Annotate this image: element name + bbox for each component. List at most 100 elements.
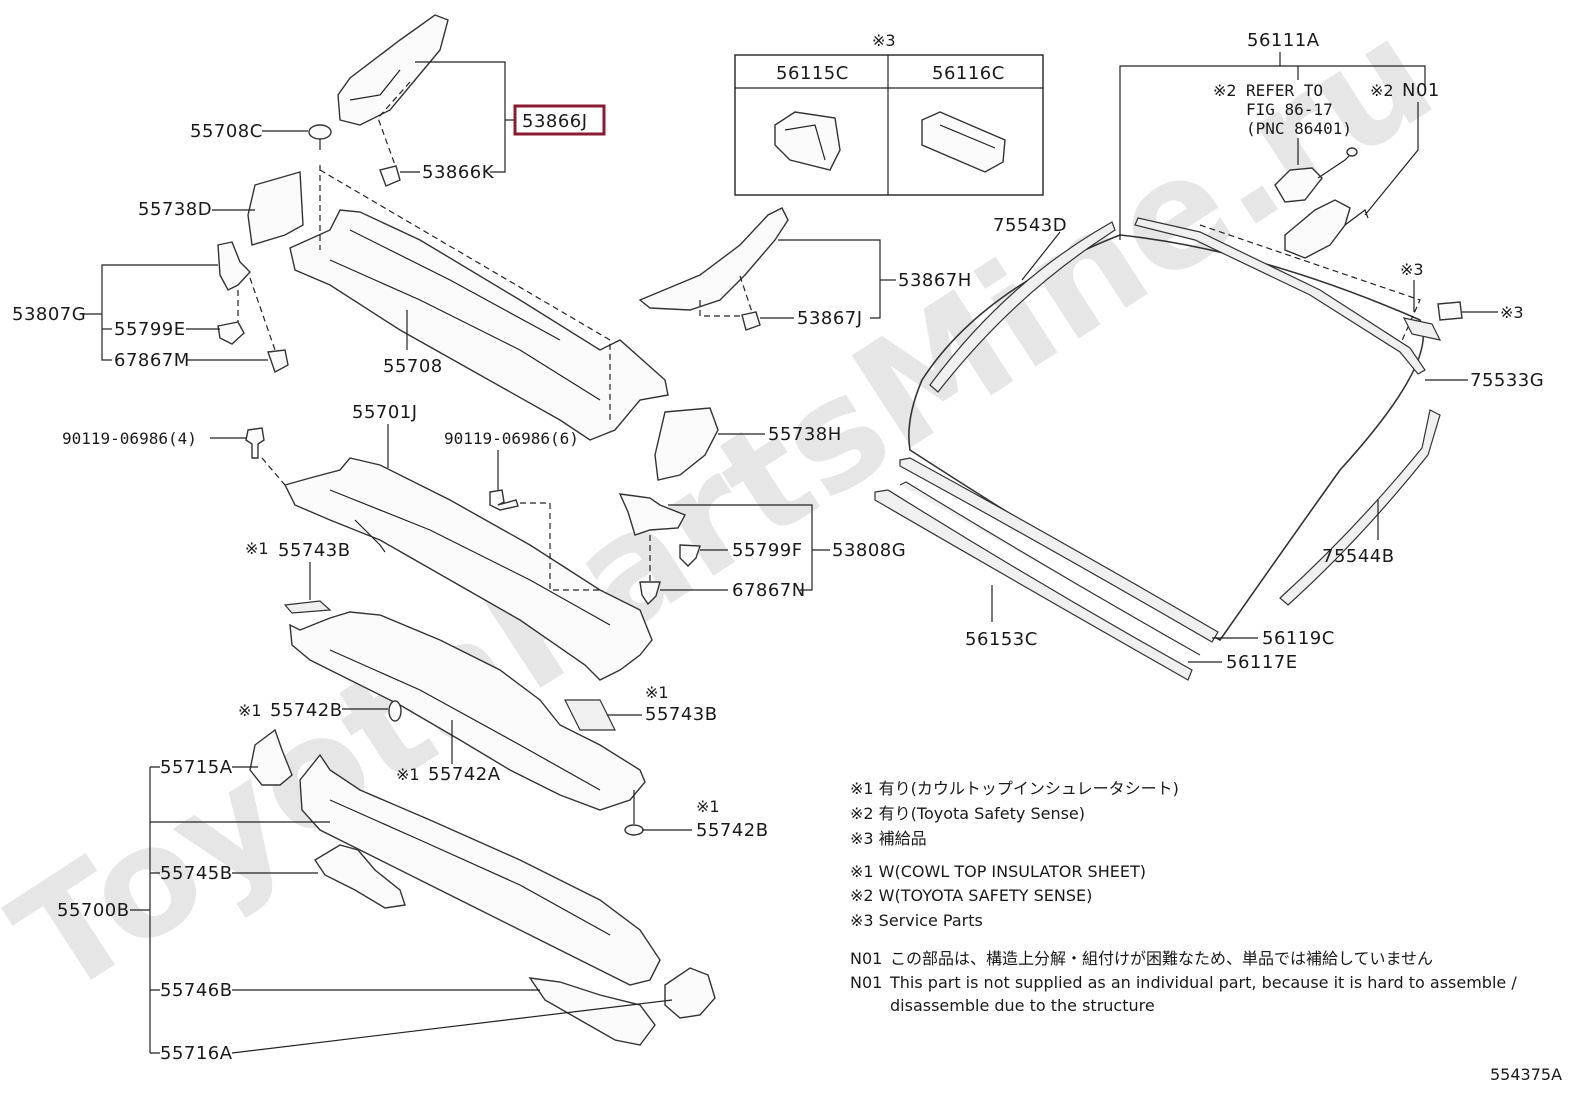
note-jp-2: ※2 有り(Toyota Safety Sense) <box>850 804 1085 823</box>
mark-3-b: ※3 <box>1500 303 1524 322</box>
callout-56111a[interactable]: 56111A <box>1247 30 1320 51</box>
callout-67867n[interactable]: 67867N <box>732 580 806 601</box>
part-detail <box>349 229 561 341</box>
part-55742a-insulator[interactable] <box>289 611 646 811</box>
part-55743b-sheet-a[interactable] <box>283 600 332 614</box>
callout-55715a[interactable]: 55715A <box>160 757 233 778</box>
camera-part[interactable] <box>1274 167 1323 203</box>
callout-53866j[interactable]: 53866J <box>522 111 588 132</box>
part-detail <box>329 259 601 401</box>
callout-56153c[interactable]: 56153C <box>965 629 1038 650</box>
callout-55708c[interactable]: 55708C <box>190 121 263 142</box>
callout-55716a[interactable]: 55716A <box>160 1043 233 1064</box>
callout-56119c[interactable]: 56119C <box>1262 628 1335 649</box>
part-56117e-molding[interactable] <box>874 489 1193 681</box>
part-67867m-clip[interactable] <box>267 349 289 374</box>
callout-53867h[interactable]: 53867H <box>898 270 972 291</box>
part-detail <box>1344 209 1369 226</box>
callout-55743b-b[interactable]: 55743B <box>645 704 718 725</box>
callout-56116c[interactable]: 56116C <box>932 63 1005 84</box>
callout-75543d[interactable]: 75543D <box>993 215 1067 236</box>
bolt-90119-a[interactable] <box>245 427 265 459</box>
part-55799e-clip[interactable] <box>217 321 245 345</box>
part-detail <box>329 799 611 936</box>
callout-55743b-a[interactable]: 55743B <box>278 540 351 561</box>
callout-n01[interactable]: N01 <box>1402 80 1440 101</box>
part-75543d-molding[interactable] <box>929 221 1116 393</box>
part-55700b-assembly[interactable] <box>299 753 661 986</box>
refer-line-1: REFER TO <box>1246 81 1323 100</box>
refer-line-2[interactable]: FIG 86-17 <box>1246 100 1333 119</box>
assembly-dashed <box>261 457 600 591</box>
part-service-clip-a[interactable] <box>1402 317 1442 341</box>
callout-55745b[interactable]: 55745B <box>160 863 233 884</box>
callout-90119-6[interactable]: 90119-06986(6) <box>444 429 579 448</box>
callout-55742a[interactable]: 55742A <box>428 764 501 785</box>
part-53866k-clip[interactable] <box>379 165 401 187</box>
mark-1-c: ※1 <box>238 701 262 720</box>
service-parts-table <box>734 54 1044 196</box>
callout-55742b-b[interactable]: 55742B <box>696 820 769 841</box>
callout-75544b[interactable]: 75544B <box>1322 546 1395 567</box>
part-53867h-cover[interactable] <box>638 207 789 311</box>
part-56115c-clip[interactable] <box>774 111 841 171</box>
part-top-molding[interactable] <box>1134 217 1426 375</box>
callout-56117e[interactable]: 56117E <box>1226 652 1298 673</box>
note-n01-en-1: This part is not supplied as an individu… <box>889 973 1517 992</box>
part-55742b-plug-a[interactable] <box>388 700 402 722</box>
part-detail <box>939 124 996 149</box>
part-56116c-clip[interactable] <box>921 111 1006 173</box>
part-55743b-sheet-b[interactable] <box>564 699 616 731</box>
leader <box>778 239 881 319</box>
callout-53808g[interactable]: 53808G <box>832 540 906 561</box>
callout-53867j[interactable]: 53867J <box>797 308 863 329</box>
part-55715a-bracket[interactable] <box>249 728 293 786</box>
mark-1-b: ※1 <box>396 765 420 784</box>
mark-2-refer: ※2 <box>1213 81 1237 100</box>
part-67867n-clip[interactable] <box>639 581 661 606</box>
part-53867j-clip[interactable] <box>741 311 761 331</box>
part-service-clip-b[interactable] <box>1437 301 1463 321</box>
part-53866j-cover[interactable] <box>337 14 449 126</box>
callout-55746b[interactable]: 55746B <box>160 980 233 1001</box>
callout-55738d[interactable]: 55738D <box>138 199 212 220</box>
callout-55701j[interactable]: 55701J <box>352 402 418 423</box>
assembly-dashed <box>1199 224 1421 346</box>
callout-90119-4[interactable]: 90119-06986(4) <box>62 429 197 448</box>
callout-55708[interactable]: 55708 <box>383 356 443 377</box>
note-n01-jp: この部品は、構造上分解・組付けが困難なため、単品では補給していません <box>890 949 1433 968</box>
mark-1-a: ※1 <box>245 539 269 558</box>
part-55742b-plug-b[interactable] <box>624 824 644 836</box>
bolt-90119-b[interactable] <box>489 489 519 511</box>
callout-55742b-a[interactable]: 55742B <box>270 700 343 721</box>
part-55799f-clip[interactable] <box>679 544 701 567</box>
callout-67867m[interactable]: 67867M <box>114 350 190 371</box>
part-55708-cowl-top[interactable] <box>289 209 669 441</box>
part-56119c-dam[interactable] <box>899 457 1219 643</box>
part-detail <box>329 649 601 791</box>
callout-55700b[interactable]: 55700B <box>57 900 130 921</box>
part-55746b-brace[interactable] <box>528 977 656 1046</box>
part-55738h-bracket[interactable] <box>654 407 719 481</box>
assembly-dashed <box>319 165 611 420</box>
part-75544b-molding[interactable] <box>1279 409 1441 606</box>
callout-53807g[interactable]: 53807G <box>12 304 86 325</box>
callout-56115c[interactable]: 56115C <box>776 63 849 84</box>
refer-line-3: (PNC 86401) <box>1246 119 1352 138</box>
highlight-box-53866j[interactable] <box>513 104 606 136</box>
callout-75533g[interactable]: 75533G <box>1470 370 1544 391</box>
callout-55799f[interactable]: 55799F <box>732 540 803 561</box>
callout-55738h[interactable]: 55738H <box>768 424 842 445</box>
part-53808g-hinge[interactable] <box>618 493 686 536</box>
callout-55799e[interactable]: 55799E <box>114 319 186 340</box>
part-53807g-hinge[interactable] <box>217 241 251 291</box>
callout-53866k[interactable]: 53866K <box>422 162 495 183</box>
part-55708c-clip[interactable] <box>308 124 332 140</box>
note-n01-label-jp: N01 <box>850 949 882 968</box>
part-55738d-bracket[interactable] <box>247 171 304 246</box>
part-55745b-bracket[interactable] <box>314 844 406 909</box>
part-55701j-panel[interactable] <box>283 457 653 681</box>
mark-1-d: ※1 <box>645 683 669 702</box>
part-55716a-bracket[interactable] <box>664 967 716 1019</box>
leader <box>1364 102 1419 216</box>
